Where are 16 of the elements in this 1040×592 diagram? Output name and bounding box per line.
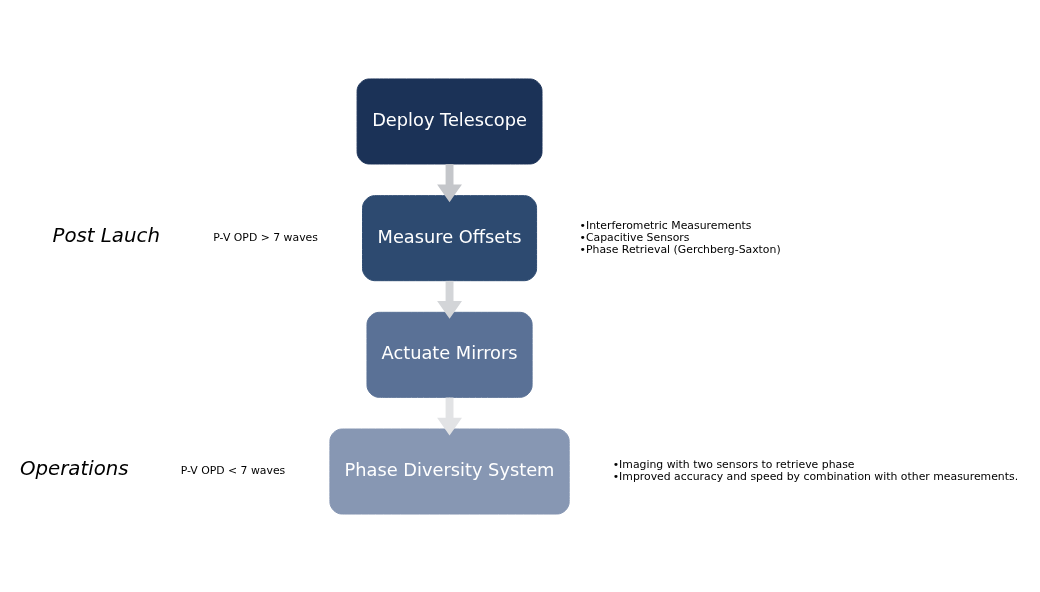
- label: P-V OPD > 7 waves: [213, 230, 318, 244]
- node-box: Measure Offsets: [362, 194, 538, 281]
- arrow: [437, 397, 462, 436]
- node-box: Actuate Mirrors: [366, 311, 533, 398]
- label: Operations: [19, 456, 129, 480]
- node-label: •Capacitive Sensors: [579, 230, 690, 244]
- arrow: [437, 280, 462, 319]
- node-box: Phase Diversity System: [329, 428, 570, 515]
- arrow: [437, 163, 462, 202]
- node-label: •Phase Retrieval (Gerchberg-Saxton): [579, 242, 781, 256]
- node-label: •Imaging with two sensors to retrieve phase: [612, 457, 855, 471]
- node-box: Deploy Telescope: [356, 77, 543, 164]
- node-label: •Improved accuracy and speed by combination with other measurements.: [612, 469, 1019, 483]
- label: Post Lauch: [52, 223, 160, 247]
- node-label: •Interferometric Measurements: [579, 218, 752, 232]
- label: P-V OPD < 7 waves: [180, 463, 286, 477]
